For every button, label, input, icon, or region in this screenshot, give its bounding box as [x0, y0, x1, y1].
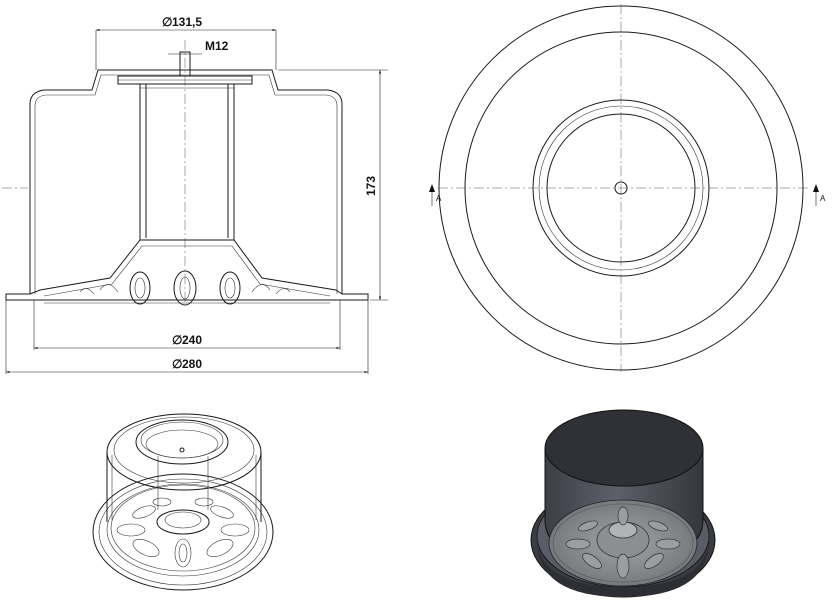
center-tube: [139, 84, 235, 240]
dim-inner-symbol: ∅: [172, 333, 182, 347]
dim-outer-symbol: ∅: [172, 357, 182, 371]
cone-ribs: [79, 270, 291, 306]
housing-outer-profile: [5, 69, 369, 301]
section-marker-right: A: [820, 194, 826, 203]
section-view: ∅ 131,5 M12 173 ∅ 240 ∅ 280: [2, 15, 388, 374]
dim-height: 173: [364, 176, 378, 196]
cone-base: [29, 239, 343, 295]
top-view: A A: [429, 4, 826, 372]
section-marker-left: A: [436, 194, 442, 203]
dim-outer-diameter: 280: [182, 357, 202, 371]
rendered-iso-view: [530, 409, 716, 598]
m12-bolt: [179, 51, 191, 77]
dim-diameter-top: 131,5: [172, 15, 202, 29]
dim-inner-diameter: 240: [182, 333, 202, 347]
wireframe-iso-view: [92, 413, 274, 591]
housing-inner-wall: [34, 74, 338, 294]
dim-diameter-top-symbol: ∅: [162, 15, 172, 29]
dim-thread: M12: [205, 39, 229, 53]
